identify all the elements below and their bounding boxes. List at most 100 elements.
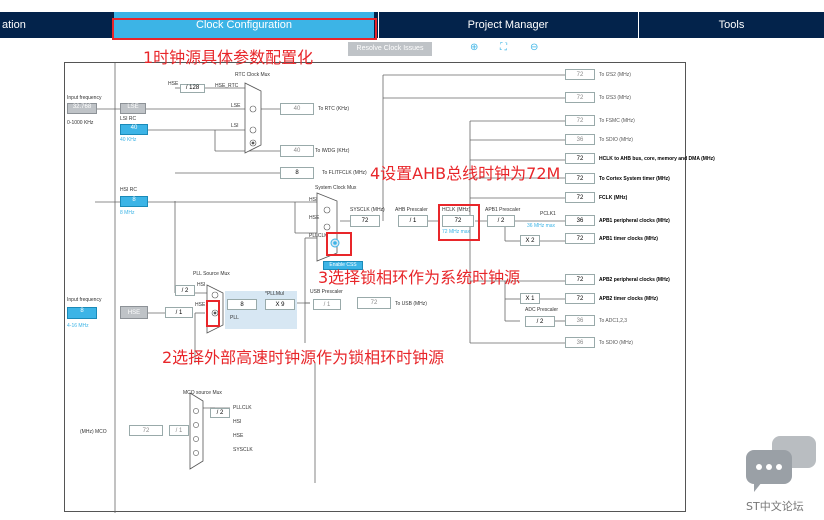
output-label: To SDIO (MHz) [599, 340, 633, 346]
rtc-lse-label: LSE [231, 103, 241, 109]
usb-prescaler-select[interactable]: / 1 [313, 299, 341, 310]
output-value-field[interactable]: 36 [565, 315, 595, 326]
output-value-field[interactable]: 72 [565, 293, 595, 304]
apb1-prescaler-label: APB1 Prescaler [485, 207, 521, 213]
hse-prediv-select[interactable]: / 1 [165, 307, 193, 318]
sysmux-hse-label: HSE [309, 215, 320, 221]
hclk-field[interactable]: 72 [442, 215, 474, 227]
mco-hsi-label: HSI [233, 419, 242, 425]
output-label: HCLK to AHB bus, core, memory and DMA (M… [599, 156, 715, 162]
clock-tree-wires [95, 63, 565, 513]
apb1-timer-multiplier: X 2 [520, 235, 540, 246]
iwdg-output-field[interactable]: 40 [280, 145, 314, 157]
lse-source-block[interactable]: LSE [120, 103, 146, 114]
output-value-field[interactable]: 36 [565, 134, 595, 145]
rtc-div128-field[interactable]: / 128 [180, 84, 205, 93]
output-value-field[interactable]: 72 [565, 192, 595, 203]
tab-project-manager[interactable]: Project Manager [467, 19, 549, 31]
output-label: To ADC1,2,3 [599, 318, 628, 324]
output-value-field[interactable]: 36 [565, 215, 595, 226]
rtc-lsi-label: LSI [231, 123, 239, 129]
lsi-khz-label: 40 KHz [120, 137, 137, 143]
output-value-field[interactable]: 72 [565, 274, 595, 285]
output-value-field[interactable]: 72 [565, 153, 595, 164]
tab-divider [638, 12, 639, 38]
hse-frequency-field[interactable]: 8 [67, 307, 97, 319]
annotation-step-2: 2选择外部高速时钟源作为锁相环时钟源 [162, 348, 445, 367]
tab-clock-configuration[interactable]: Clock Configuration [114, 12, 374, 38]
output-value-field[interactable]: 72 [565, 92, 595, 103]
zoom-out-icon[interactable]: ⊖ [530, 42, 539, 53]
output-value-field[interactable]: 72 [565, 115, 595, 126]
zoom-in-icon[interactable]: ⊕ [470, 42, 479, 53]
tab-tools[interactable]: Tools [718, 19, 745, 31]
output-label: To FSMC (MHz) [599, 118, 635, 124]
adc-prescaler-label: ADC Prescaler [525, 307, 559, 313]
mco-div2-field: / 2 [210, 408, 230, 418]
top-tab-bar: ation Clock Configuration Project Manage… [0, 12, 824, 38]
annotation-step-3: 3选择锁相环作为系统时钟源 [318, 268, 521, 287]
to-flitfclk-label: To FLITFCLK (MHz) [322, 170, 367, 176]
tab-pinout[interactable]: ation [2, 19, 26, 31]
hse-source-block[interactable]: HSE [120, 306, 148, 319]
pllmul-label: *PLLMul [265, 291, 284, 297]
output-value-field[interactable]: 72 [565, 233, 595, 244]
hse-input-frequency-label: Input frequency [67, 297, 102, 303]
output-value-field[interactable]: 72 [565, 173, 595, 184]
hse-range-label: 4-16 MHz [67, 323, 89, 329]
to-usb-label: To USB (MHz) [395, 301, 427, 307]
rtc-hse-label: HSE [168, 81, 179, 87]
st-forum-watermark: ST中文论坛 [744, 436, 820, 516]
clock-tree-canvas: Input frequency 32.768 0-1000 KHz LSE LS… [64, 62, 715, 513]
mco-pllclk-label: PLLCLK [233, 405, 252, 411]
resolve-clock-issues-button[interactable]: Resolve Clock Issues [348, 42, 432, 56]
output-label: APB2 timer clocks (MHz) [599, 296, 658, 302]
sysclk-label: SYSCLK (MHz) [350, 207, 385, 213]
apb1-prescaler-select[interactable]: / 2 [487, 215, 515, 227]
output-label: To Cortex System timer (MHz) [599, 176, 670, 182]
mco-hse-label: HSE [233, 433, 244, 439]
lse-input-frequency-label: Input frequency [67, 95, 102, 101]
fit-icon[interactable]: ⛶ [500, 42, 507, 53]
lse-range-label: 0-1000 KHz [67, 120, 94, 126]
chat-bubble-icon [746, 436, 816, 492]
sysmux-hsi-label: HSI [309, 197, 318, 203]
output-label: To I2S2 (MHz) [599, 72, 631, 78]
flitfclk-output-field[interactable]: 8 [280, 167, 314, 179]
mco-sysclk-label: SYSCLK [233, 447, 253, 453]
system-clock-mux-label: System Clock Mux [315, 185, 357, 191]
pll-hsi-div2-field: / 2 [175, 285, 195, 296]
sysclk-field[interactable]: 72 [350, 215, 380, 227]
pllmul-select[interactable]: X 9 [265, 299, 295, 310]
annotation-step-1: 1时钟源具体参数配置化 [143, 48, 314, 67]
rtc-output-field[interactable]: 40 [280, 103, 314, 115]
lse-frequency-field[interactable]: 32.768 [67, 103, 97, 114]
sysmux-pllclk-label: PLLCLK [309, 233, 328, 239]
usb-output-field[interactable]: 72 [357, 297, 391, 309]
output-value-field[interactable]: 36 [565, 337, 595, 348]
watermark-text: ST中文论坛 [746, 500, 804, 513]
output-value-field[interactable]: 72 [565, 69, 595, 80]
annotation-box-tab [112, 18, 377, 40]
to-rtc-label: To RTC (KHz) [318, 106, 350, 112]
ahb-prescaler-select[interactable]: / 1 [398, 215, 428, 227]
hse-rtc-label: HSE_RTC [215, 83, 239, 89]
mco-div-select[interactable]: / 1 [169, 425, 189, 436]
pllmux-hsi-label: HSI [197, 282, 206, 288]
hclk-max-label: 72 MHz max [442, 229, 471, 235]
pll-input-field[interactable]: 8 [227, 299, 257, 310]
lsi-rc-label: LSI RC [120, 116, 137, 122]
hsi-rc-label: HSI RC [120, 187, 137, 193]
mco-output-field[interactable]: 72 [129, 425, 163, 436]
enable-css-button[interactable]: Enable CSS [323, 261, 363, 270]
hclk-label: HCLK (MHz) [442, 207, 471, 213]
tab-divider [378, 12, 379, 38]
to-iwdg-label: To IWDG (KHz) [315, 148, 350, 154]
adc-prescaler-select[interactable]: / 2 [525, 316, 555, 327]
hsi-value-field[interactable]: 8 [120, 196, 148, 207]
annotation-box-hse [206, 300, 220, 327]
lsi-value-field[interactable]: 40 [120, 124, 148, 135]
mco-output-label: (MHz) MCO [80, 429, 107, 435]
apb2-timer-multiplier: X 1 [520, 293, 540, 304]
output-label: FCLK (MHz) [599, 195, 628, 201]
